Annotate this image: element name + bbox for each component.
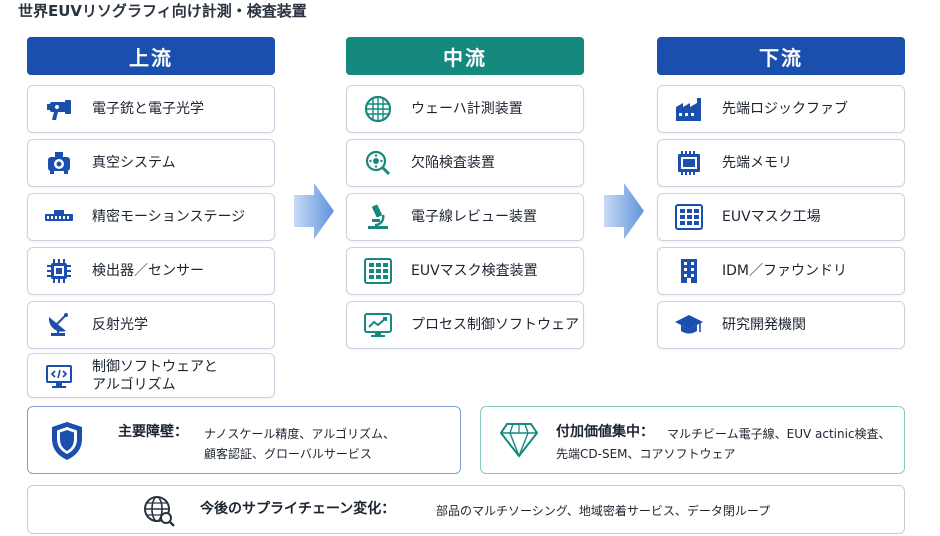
barriers-line-1: ナノスケール精度、アルゴリズム、 xyxy=(204,427,396,441)
card-ebeam-review: 電子線レビュー装置 xyxy=(346,193,584,241)
arrow-upstream-to-midstream-icon xyxy=(294,183,334,239)
col-header-midstream: 中流 xyxy=(346,37,584,75)
col-header-upstream: 上流 xyxy=(27,37,275,75)
value-line-1: マルチビーム電子線、EUV actinic検査、 xyxy=(667,427,891,441)
vacuum-pump-icon xyxy=(42,148,76,178)
card-reflective-optics: 反射光学 xyxy=(27,301,275,349)
card-advanced-memory: 先端メモリ xyxy=(657,139,905,187)
wafer-icon xyxy=(361,94,395,124)
chip-sensor-icon xyxy=(42,256,76,286)
card-control-software: 制御ソフトウェアと アルゴリズム xyxy=(27,353,275,398)
motion-stage-icon xyxy=(42,202,76,232)
barriers-line-2: 顧客認証、グローバルサービス xyxy=(204,447,372,461)
memory-chip-icon xyxy=(672,148,706,178)
card-label: 欠陥検査装置 xyxy=(411,155,495,171)
card-process-control-software: プロセス制御ソフトウェア xyxy=(346,301,584,349)
supply-chain-box: 今後のサプライチェーン変化： 部品のマルチソーシング、地域密着サービス、データ閉… xyxy=(27,485,905,534)
microscope-icon xyxy=(361,202,395,232)
card-detector-sensor: 検出器／センサー xyxy=(27,247,275,295)
card-euv-mask-shop: EUVマスク工場 xyxy=(657,193,905,241)
card-label: ウェーハ計測装置 xyxy=(411,101,523,117)
card-label: 反射光学 xyxy=(92,317,148,333)
trend-monitor-icon xyxy=(361,310,395,340)
card-electron-gun: 電子銃と電子光学 xyxy=(27,85,275,133)
barriers-box: 主要障壁： ナノスケール精度、アルゴリズム、 顧客認証、グローバルサービス xyxy=(27,406,461,474)
card-label: 研究開発機関 xyxy=(722,317,806,333)
card-label: IDM／ファウンドリ xyxy=(722,263,847,279)
card-label: EUVマスク検査装置 xyxy=(411,263,538,279)
card-defect-inspection: 欠陥検査装置 xyxy=(346,139,584,187)
code-monitor-icon xyxy=(42,361,76,391)
card-advanced-logic-fab: 先端ロジックファブ xyxy=(657,85,905,133)
card-label: 検出器／センサー xyxy=(92,263,204,279)
card-idm-foundry: IDM／ファウンドリ xyxy=(657,247,905,295)
defect-search-icon xyxy=(361,148,395,178)
card-euv-mask-inspection: EUVマスク検査装置 xyxy=(346,247,584,295)
mask-grid-icon xyxy=(361,256,395,286)
building-icon xyxy=(672,256,706,286)
card-vacuum-system: 真空システム xyxy=(27,139,275,187)
electron-gun-icon xyxy=(42,94,76,124)
supply-chain-key: 今後のサプライチェーン変化： xyxy=(200,501,396,517)
card-label: EUVマスク工場 xyxy=(722,209,821,225)
value-box: 付加価値集中： マルチビーム電子線、EUV actinic検査、 先端CD-SE… xyxy=(480,406,905,474)
shield-icon xyxy=(50,421,84,465)
factory-icon xyxy=(672,94,706,124)
graduation-cap-icon xyxy=(672,310,706,340)
card-label: 先端メモリ xyxy=(722,155,792,171)
card-motion-stage: 精密モーションステージ xyxy=(27,193,275,241)
globe-search-icon xyxy=(142,494,176,532)
barriers-key: 主要障壁： xyxy=(118,424,188,440)
value-key: 付加価値集中： xyxy=(556,424,654,440)
page-title: 世界EUVリソグラフィ向け計測・検査装置 xyxy=(18,2,307,20)
card-label: 先端ロジックファブ xyxy=(722,101,848,117)
satellite-dish-icon xyxy=(42,310,76,340)
card-rnd-institutions: 研究開発機関 xyxy=(657,301,905,349)
col-header-downstream: 下流 xyxy=(657,37,905,75)
arrow-midstream-to-downstream-icon xyxy=(604,183,644,239)
value-line-2: 先端CD-SEM、コアソフトウェア xyxy=(556,447,736,461)
card-label: 電子銃と電子光学 xyxy=(92,101,204,117)
supply-chain-text: 部品のマルチソーシング、地域密着サービス、データ閉ループ xyxy=(436,504,771,518)
mask-grid-icon xyxy=(672,202,706,232)
card-label: プロセス制御ソフトウェア xyxy=(411,317,579,333)
diamond-icon xyxy=(499,421,539,463)
card-label: 真空システム xyxy=(92,155,176,171)
card-wafer-metrology: ウェーハ計測装置 xyxy=(346,85,584,133)
card-label: 精密モーションステージ xyxy=(92,209,246,225)
card-label: 制御ソフトウェアと アルゴリズム xyxy=(92,358,218,393)
card-label: 電子線レビュー装置 xyxy=(411,209,537,225)
